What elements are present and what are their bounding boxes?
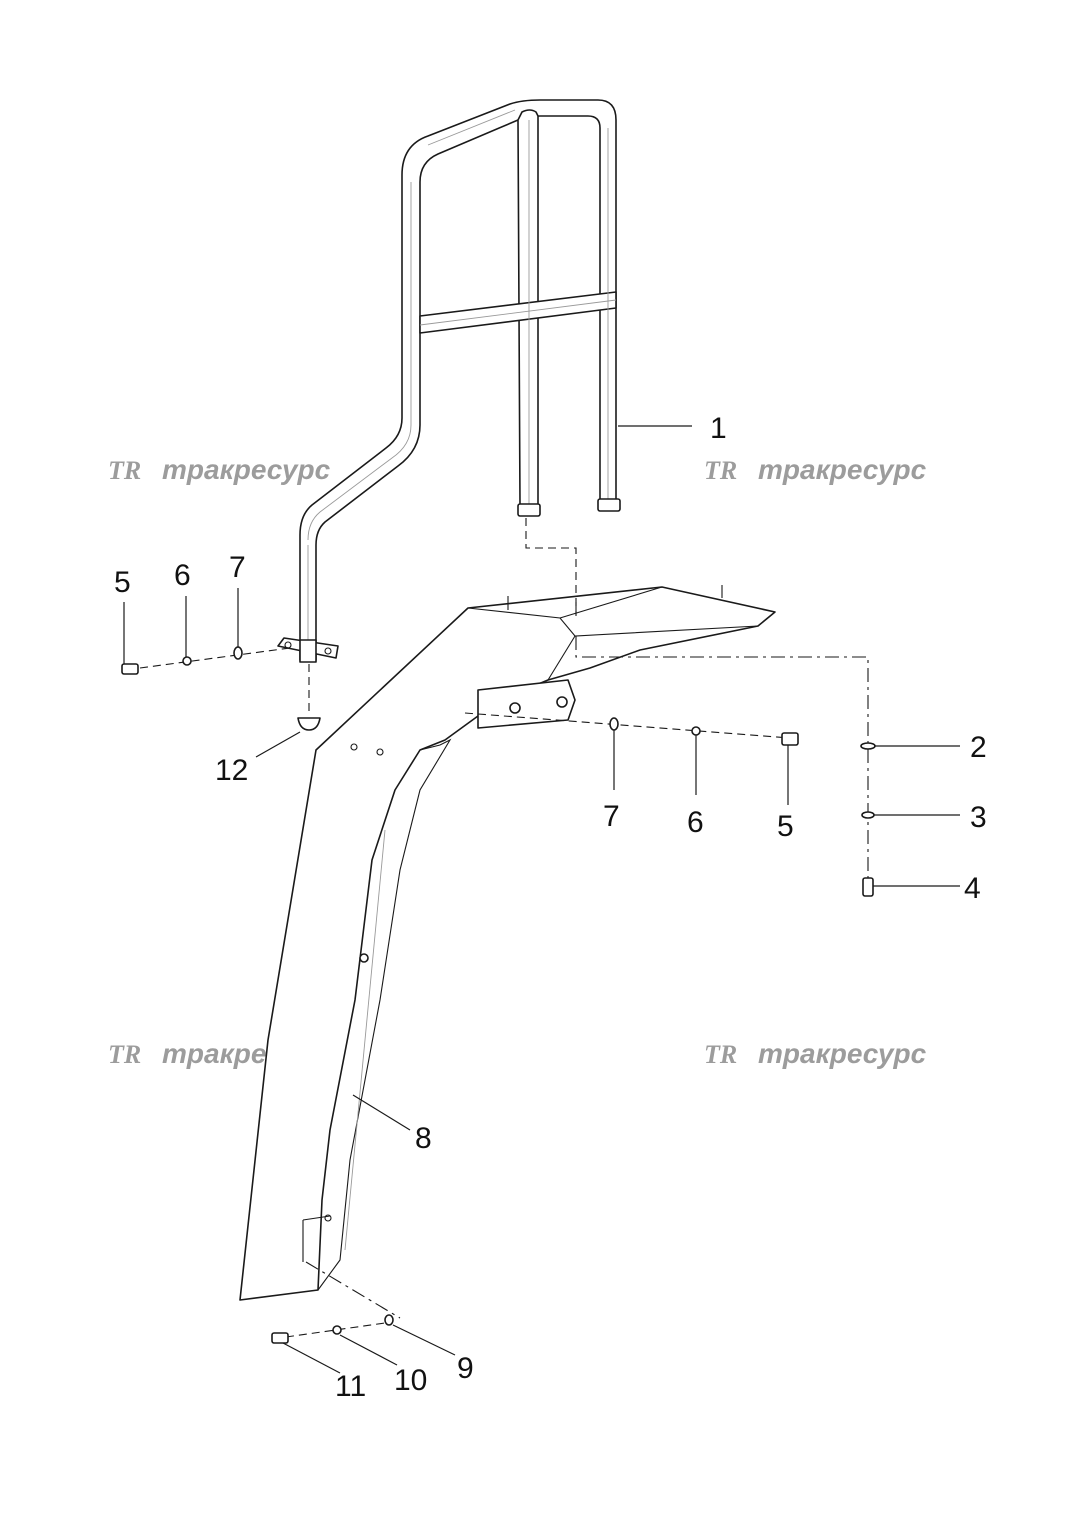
watermark-text: тракресурс: [758, 454, 927, 485]
callout-5-left: 5: [114, 566, 131, 599]
callout-12: 12: [215, 754, 248, 787]
bolt-vertical: [862, 877, 874, 897]
watermark-logo: TR: [704, 1040, 737, 1069]
callout-10: 10: [394, 1364, 427, 1397]
callout-6-right: 6: [687, 806, 704, 839]
plug-cap: [297, 717, 321, 731]
bracket-part: [239, 585, 776, 1301]
watermark-logo: TR: [108, 1040, 141, 1069]
watermark-bottom-right: TR тракресурс: [704, 1038, 927, 1069]
callout-4: 4: [964, 872, 981, 905]
bolt-left: [121, 663, 139, 675]
callout-5-right: 5: [777, 810, 794, 843]
callout-1: 1: [710, 412, 727, 445]
lock-washer-right: [691, 726, 701, 736]
callout-7-left: 7: [229, 551, 246, 584]
vertical-fastener-set: [860, 742, 876, 897]
watermark-top-left: TR тракресурс: [108, 454, 331, 485]
callout-8: 8: [415, 1122, 432, 1155]
watermark-top-right: TR тракресурс: [704, 454, 927, 485]
washer-right: [609, 717, 619, 731]
washer-left: [233, 646, 243, 660]
bolt-bottom: [271, 1332, 289, 1344]
watermark-logo: TR: [704, 456, 737, 485]
left-fastener-set: [121, 646, 243, 675]
lock-washer-bottom: [332, 1325, 342, 1335]
callout-6-left: 6: [174, 559, 191, 592]
washer-bottom: [384, 1314, 394, 1326]
watermark-text: тракресурс: [758, 1038, 927, 1069]
lock-washer-vertical: [861, 811, 875, 819]
watermark-text: тракресурс: [162, 454, 331, 485]
lock-washer-left: [182, 656, 192, 666]
bolt-right: [781, 732, 799, 746]
handrail-frame: [277, 99, 621, 663]
callout-11: 11: [335, 1370, 366, 1403]
callout-9: 9: [457, 1352, 474, 1385]
watermark-logo: TR: [108, 456, 141, 485]
washer-vertical: [860, 742, 876, 750]
callout-2: 2: [970, 731, 987, 764]
bottom-fastener-set: [271, 1314, 394, 1344]
callout-7-right: 7: [603, 800, 620, 833]
callout-3: 3: [970, 801, 987, 834]
